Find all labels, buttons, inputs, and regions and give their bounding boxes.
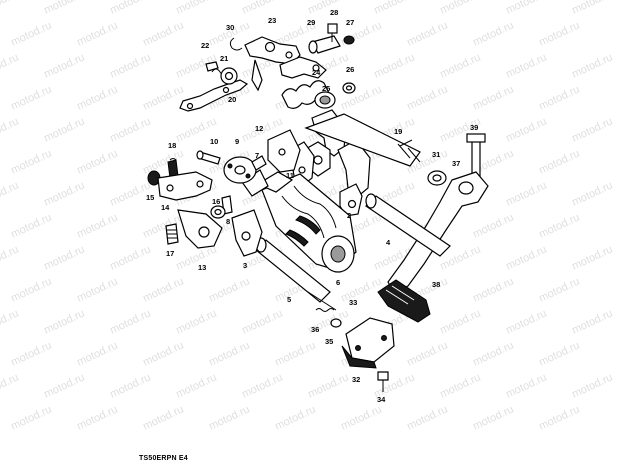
callout-25: 25 bbox=[322, 84, 330, 93]
part-3-bracket bbox=[231, 209, 263, 257]
callout-19: 19 bbox=[394, 127, 402, 136]
callout-26: 26 bbox=[346, 65, 354, 74]
part-2-shift-fork bbox=[337, 139, 371, 217]
part-12-plate bbox=[267, 129, 301, 173]
callout-30: 30 bbox=[226, 23, 234, 32]
callout-15: 15 bbox=[146, 193, 154, 202]
callout-16: 16 bbox=[212, 197, 220, 206]
part-25-spring-assy bbox=[281, 80, 336, 109]
callout-29: 29 bbox=[307, 18, 315, 27]
callout-21: 21 bbox=[220, 54, 228, 63]
part-31-ring bbox=[427, 170, 447, 186]
callout-38: 38 bbox=[432, 280, 440, 289]
part-27-cap bbox=[343, 35, 355, 45]
part-24-link bbox=[279, 56, 327, 79]
part-23-arm bbox=[244, 36, 301, 92]
callout-36: 36 bbox=[311, 325, 319, 334]
callout-34: 34 bbox=[377, 395, 386, 404]
callout-12: 12 bbox=[255, 124, 263, 133]
callout-35: 35 bbox=[325, 337, 333, 346]
callout-32: 32 bbox=[352, 375, 360, 384]
callout-8: 8 bbox=[226, 217, 230, 226]
callout-37: 37 bbox=[452, 159, 460, 168]
callout-5: 5 bbox=[287, 295, 291, 304]
part-9-cam bbox=[223, 156, 257, 184]
part-7-pin bbox=[251, 155, 267, 171]
part-35-pin bbox=[330, 318, 342, 328]
callout-10: 10 bbox=[210, 137, 218, 146]
part-29-shaft bbox=[308, 35, 341, 54]
part-34-bolt bbox=[377, 371, 389, 392]
part-21-spring bbox=[211, 67, 238, 85]
callout-31: 31 bbox=[432, 150, 440, 159]
callout-14: 14 bbox=[161, 203, 170, 212]
part-4-rod bbox=[365, 193, 451, 257]
part-16-washer bbox=[210, 205, 226, 219]
part-33-cover bbox=[345, 317, 395, 363]
callout-2: 2 bbox=[347, 211, 351, 220]
part-26-bearing bbox=[342, 82, 356, 94]
part-19-fork-shaft bbox=[304, 113, 421, 167]
callout-17: 17 bbox=[166, 249, 174, 258]
callout-20: 20 bbox=[228, 95, 236, 104]
part-28-bolt bbox=[327, 23, 338, 42]
leader-lines bbox=[307, 139, 413, 311]
part-36-spring bbox=[315, 308, 335, 312]
callout-11: 11 bbox=[286, 171, 294, 180]
callout-33: 33 bbox=[349, 298, 357, 307]
part-32-plate bbox=[341, 345, 377, 369]
part-6-shift-drum bbox=[241, 169, 357, 273]
callout-18: 18 bbox=[168, 141, 176, 150]
part-20-shift-plate bbox=[179, 79, 249, 112]
part-10-pin bbox=[196, 150, 221, 165]
part-17-spring bbox=[165, 223, 179, 245]
callout-24: 24 bbox=[312, 68, 321, 77]
part-13-plate bbox=[177, 209, 223, 249]
callout-9: 9 bbox=[235, 137, 239, 146]
part-14-lever bbox=[157, 171, 213, 201]
part-22-pin bbox=[205, 61, 219, 72]
callout-3: 3 bbox=[243, 261, 247, 270]
callout-6: 6 bbox=[336, 278, 340, 287]
callout-27: 27 bbox=[346, 18, 354, 27]
callout-4: 4 bbox=[386, 238, 391, 247]
part-30-clip bbox=[229, 37, 243, 51]
drawing-code-label: TS50ERPN E4 bbox=[139, 455, 188, 462]
callout-22: 22 bbox=[201, 41, 209, 50]
callout-28: 28 bbox=[330, 8, 338, 17]
part-5-rod bbox=[255, 237, 331, 303]
part-38-pedal-rubber bbox=[377, 279, 431, 323]
callout-numbers: 2 3 4 5 6 7 8 9 10 11 12 13 14 15 16 17 … bbox=[146, 8, 478, 404]
callout-39: 39 bbox=[470, 123, 478, 132]
callout-23: 23 bbox=[268, 16, 276, 25]
callout-13: 13 bbox=[198, 263, 206, 272]
part-37-shift-lever bbox=[387, 171, 489, 293]
callout-7: 7 bbox=[255, 151, 259, 160]
